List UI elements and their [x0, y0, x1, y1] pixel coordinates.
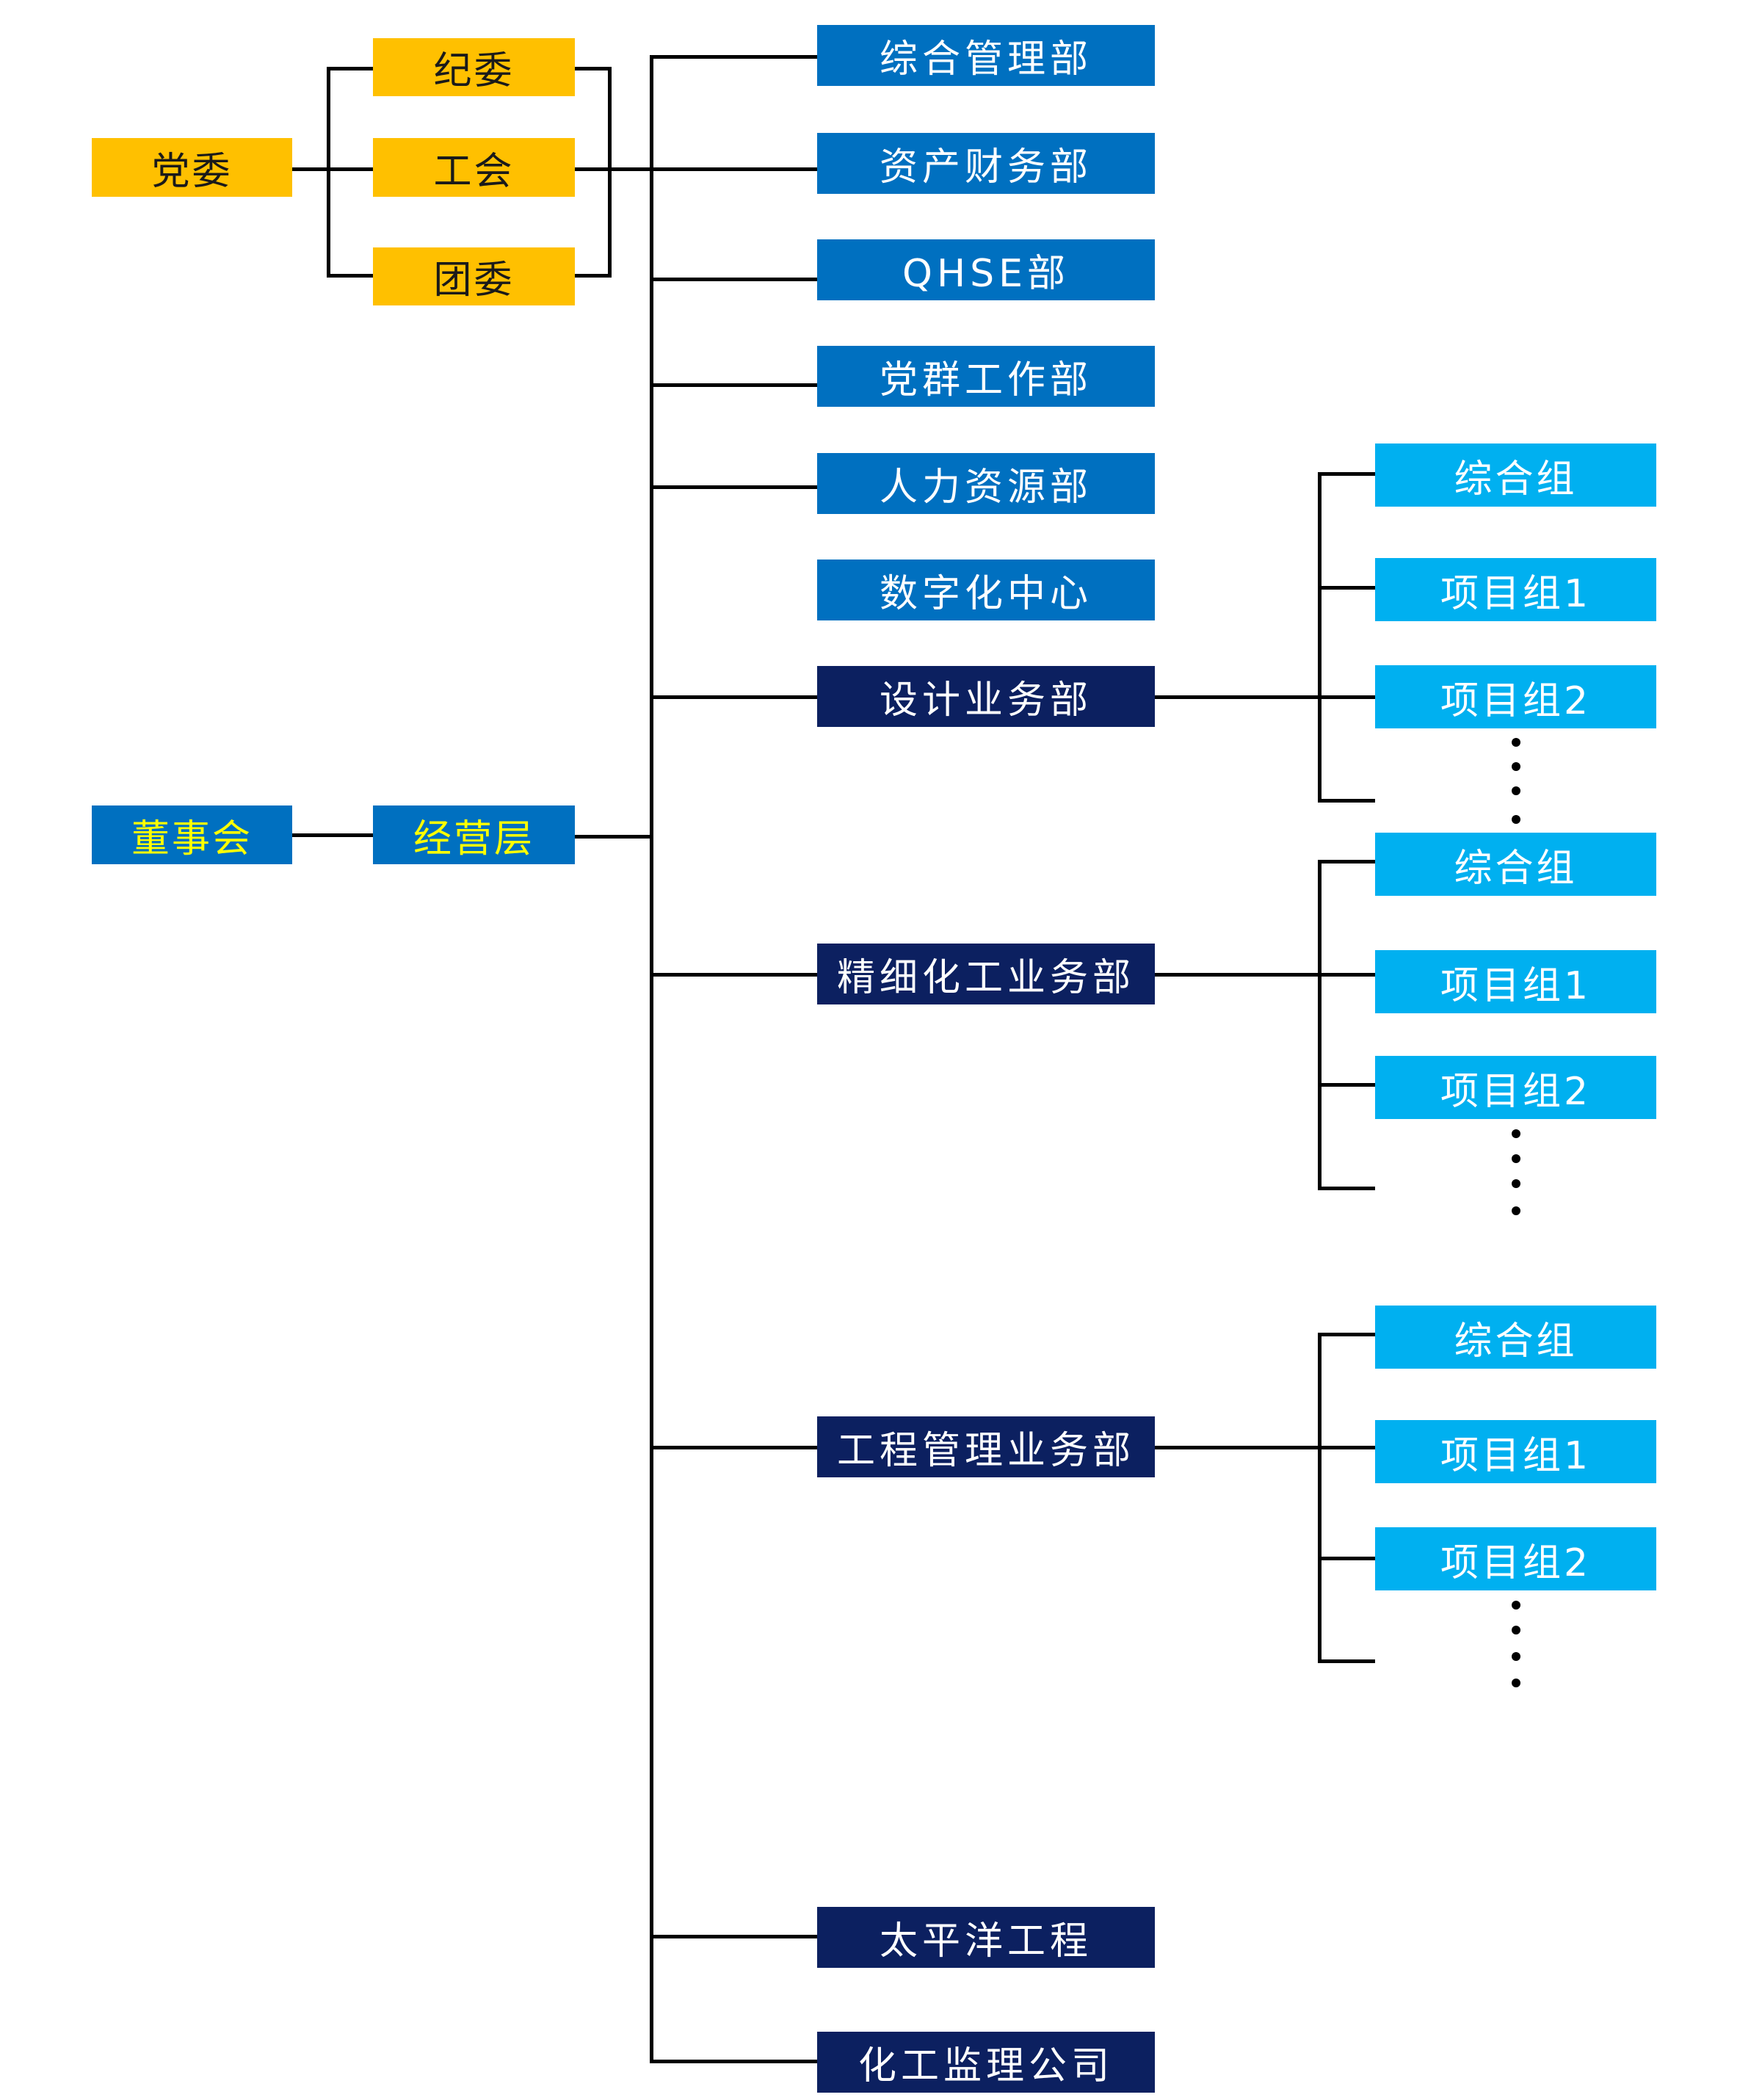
connector — [1318, 1083, 1375, 1087]
connector — [575, 167, 817, 171]
connector — [1155, 973, 1375, 977]
connector — [575, 835, 653, 839]
department-box: 人力资源部 — [817, 453, 1155, 514]
connector — [650, 485, 817, 489]
connector — [292, 167, 373, 171]
board-box: 董事会 — [92, 805, 292, 864]
connector — [1318, 1557, 1375, 1560]
ellipsis-dot — [1512, 786, 1520, 795]
connector — [1318, 586, 1375, 590]
group-box: 项目组1 — [1375, 558, 1656, 621]
ellipsis-dot — [1512, 1154, 1520, 1163]
business-unit-box: 工程管理业务部 — [817, 1416, 1155, 1477]
subsidiary-box: 化工监理公司 — [817, 2032, 1155, 2093]
ellipsis-dot — [1512, 762, 1520, 771]
department-box: 数字化中心 — [817, 560, 1155, 620]
connector — [1155, 1446, 1375, 1449]
ellipsis-dot — [1512, 738, 1520, 747]
connector — [1318, 799, 1375, 803]
ellipsis-dot — [1512, 1179, 1520, 1188]
party-child-box: 纪委 — [373, 38, 575, 96]
connector — [650, 973, 817, 977]
ellipsis-dot — [1512, 1679, 1520, 1687]
connector — [650, 278, 817, 281]
ellipsis-dot — [1512, 1601, 1520, 1610]
ellipsis-dot — [1512, 1206, 1520, 1215]
trunk-line — [650, 55, 653, 2063]
department-box: 综合管理部 — [817, 25, 1155, 86]
department-box: 党群工作部 — [817, 346, 1155, 407]
connector — [575, 274, 612, 278]
connector — [1318, 1187, 1375, 1190]
business-unit-box: 精细化工业务部 — [817, 944, 1155, 1004]
connector — [292, 833, 373, 837]
connector — [650, 1935, 817, 1938]
connector — [1318, 1659, 1375, 1663]
group-box: 项目组2 — [1375, 1527, 1656, 1590]
connector — [327, 67, 373, 70]
management-box: 经营层 — [373, 805, 575, 864]
connector — [1155, 695, 1375, 699]
party-child-box: 工会 — [373, 138, 575, 197]
ellipsis-dot — [1512, 1626, 1520, 1634]
connector — [327, 67, 330, 278]
connector — [575, 67, 612, 70]
department-box: QHSE部 — [817, 239, 1155, 300]
department-box: 资产财务部 — [817, 133, 1155, 194]
group-box: 项目组1 — [1375, 1420, 1656, 1483]
connector — [1318, 472, 1322, 803]
subsidiary-box: 太平洋工程 — [817, 1907, 1155, 1968]
group-box: 综合组 — [1375, 833, 1656, 896]
business-unit-box: 设计业务部 — [817, 666, 1155, 727]
connector — [650, 695, 817, 699]
connector — [1318, 860, 1375, 863]
connector — [650, 1446, 817, 1449]
connector — [1318, 472, 1375, 476]
connector — [327, 274, 373, 278]
party-child-box: 团委 — [373, 247, 575, 305]
connector — [1318, 1333, 1375, 1336]
connector — [1318, 1333, 1322, 1663]
party-committee-box: 党委 — [92, 138, 292, 197]
group-box: 项目组1 — [1375, 950, 1656, 1013]
connector — [650, 2060, 817, 2063]
connector — [1318, 860, 1322, 1190]
group-box: 综合组 — [1375, 443, 1656, 507]
group-box: 综合组 — [1375, 1306, 1656, 1369]
connector — [650, 55, 817, 59]
group-box: 项目组2 — [1375, 665, 1656, 728]
connector — [608, 67, 612, 278]
ellipsis-dot — [1512, 815, 1520, 824]
ellipsis-dot — [1512, 1652, 1520, 1661]
ellipsis-dot — [1512, 1129, 1520, 1138]
group-box: 项目组2 — [1375, 1056, 1656, 1119]
connector — [650, 383, 817, 387]
